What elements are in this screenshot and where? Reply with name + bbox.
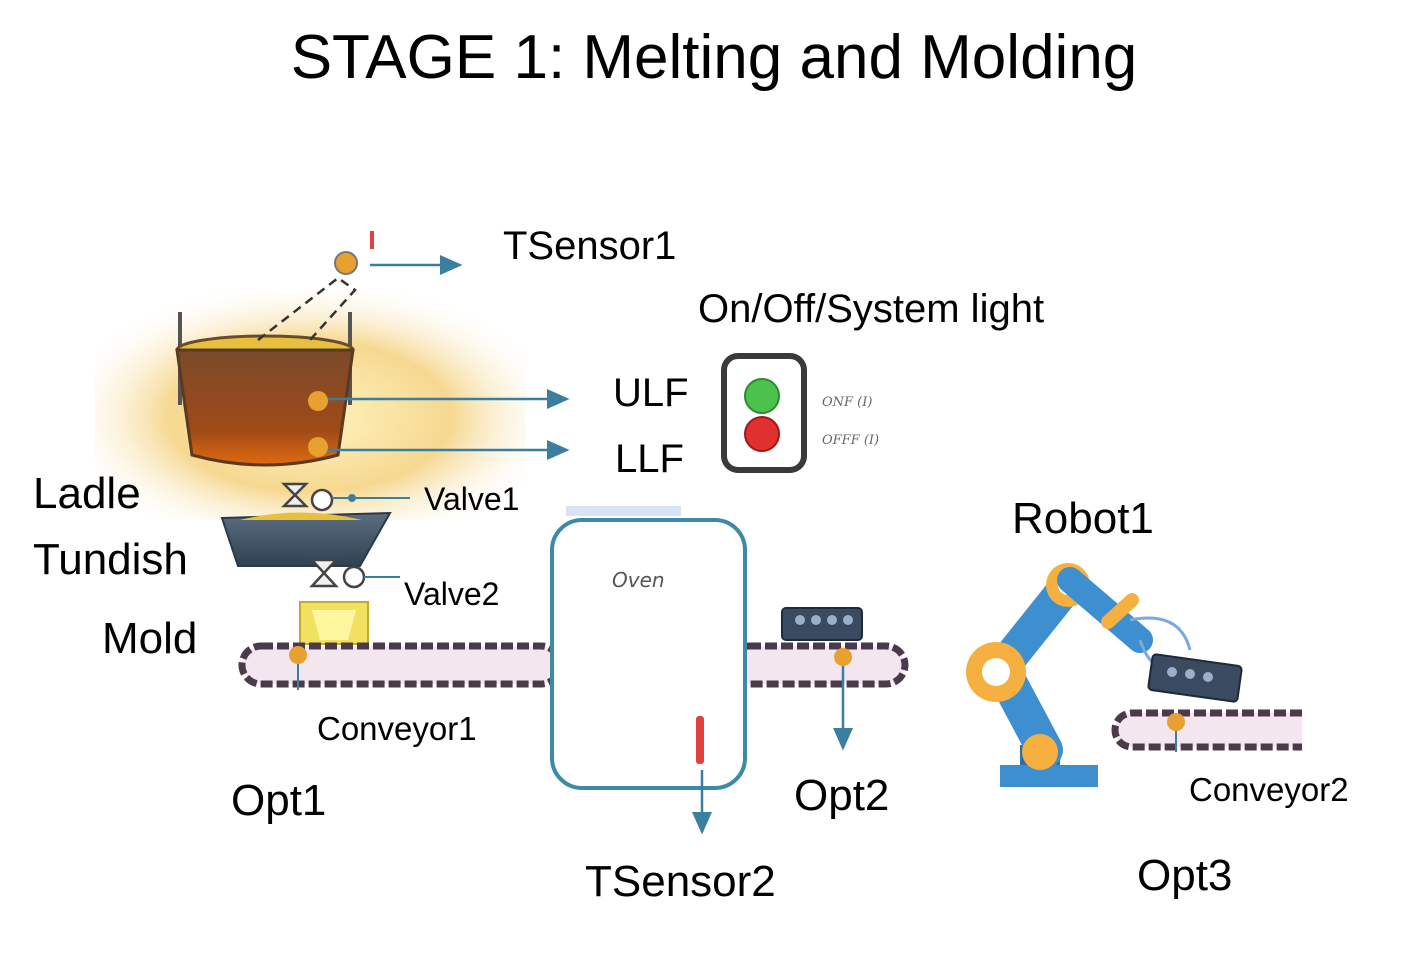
- ladle: [175, 312, 355, 467]
- thermometer-icon: [370, 231, 374, 249]
- level-sensors: [308, 389, 570, 460]
- valve1-label: Valve1: [424, 481, 520, 517]
- tsensor1-label: TSensor1: [503, 224, 677, 268]
- tsensor1-assembly: [257, 231, 463, 341]
- light-off-label: OFFF (I): [822, 433, 879, 448]
- system-light-label: On/Off/System light: [698, 287, 1045, 331]
- mold-label: Mold: [102, 614, 198, 663]
- oven: [550, 506, 747, 835]
- light-on-label: ONF (I): [822, 395, 872, 410]
- tundish-label: Tundish: [33, 535, 188, 584]
- tundish: [220, 511, 392, 567]
- off-light-icon: [744, 416, 780, 452]
- on-light-icon: [744, 378, 780, 414]
- engine-block-icon: [781, 607, 863, 641]
- valve1: [280, 482, 410, 512]
- robot1: [966, 563, 1192, 787]
- conveyor1: [238, 642, 564, 690]
- opt1-label: Opt1: [231, 776, 327, 825]
- ladle-label: Ladle: [33, 469, 141, 518]
- engine-block-robot-icon: [1147, 653, 1243, 703]
- opt2-label: Opt2: [794, 771, 890, 820]
- conveyor-oven-exit: [726, 642, 909, 751]
- opt3-label: Opt3: [1137, 851, 1233, 900]
- tsensor1-dot: [334, 251, 358, 275]
- conveyor1-label: Conveyor1: [317, 710, 477, 747]
- tsensor2-label: TSensor2: [585, 857, 776, 906]
- system-light-panel: ONF (I) OFFF (I): [721, 353, 879, 473]
- valve2: [309, 558, 400, 589]
- diagram-title: STAGE 1: Melting and Molding: [290, 23, 1138, 92]
- robot1-label: Robot1: [1012, 494, 1154, 543]
- ulf-label: ULF: [613, 371, 689, 415]
- tsensor2-thermometer-icon: [696, 716, 704, 764]
- oven-label: Oven: [612, 568, 665, 592]
- llf-sensor-dot: [308, 437, 328, 457]
- conveyor2-label: Conveyor2: [1189, 771, 1349, 808]
- ulf-sensor-dot: [308, 391, 328, 411]
- conveyor2: [1111, 709, 1302, 752]
- valve2-label: Valve2: [404, 576, 500, 612]
- llf-label: LLF: [615, 437, 684, 481]
